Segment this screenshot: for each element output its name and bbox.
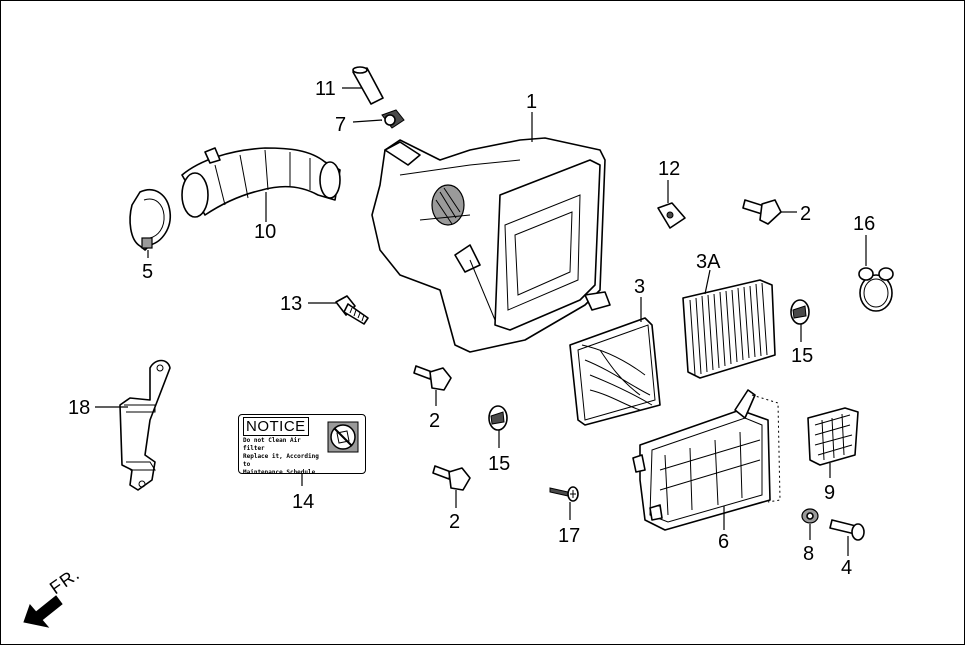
callout-12: 12 [658, 158, 680, 180]
callout-2b: 2 [429, 410, 440, 432]
callout-17: 17 [558, 525, 580, 547]
bolt-top-right [742, 199, 782, 225]
callout-13: 13 [280, 293, 302, 315]
callout-4: 4 [841, 557, 852, 579]
callout-2a: 2 [800, 203, 811, 225]
air-filter-element [569, 317, 661, 426]
bolt-bottom [432, 465, 471, 491]
callout-14: 14 [292, 491, 314, 513]
callout-2c: 2 [449, 511, 460, 533]
front-arrow-icon [23, 595, 63, 628]
notice-line-2: Replace it, According to [243, 453, 319, 468]
callout-11: 11 [315, 78, 336, 100]
collar-middle [488, 405, 508, 431]
special-bolt [829, 519, 865, 541]
drain-tube [352, 66, 384, 105]
bolt-13 [335, 295, 369, 325]
callout-7: 7 [335, 114, 346, 136]
callout-5: 5 [142, 261, 153, 283]
pleated-filter-element [682, 279, 776, 379]
callout-10: 10 [254, 221, 276, 243]
notice-text: Do not Clean Air filter Replace it, Acco… [243, 437, 325, 477]
callout-6: 6 [718, 531, 729, 553]
callout-3a: 3A [696, 251, 721, 273]
callout-18: 18 [68, 397, 90, 419]
callout-8: 8 [803, 543, 814, 565]
connecting-tube [181, 147, 341, 218]
callout-1: 1 [526, 91, 537, 113]
bolt-middle [413, 365, 452, 391]
callout-3: 3 [634, 276, 645, 298]
leader-7 [352, 119, 383, 123]
callout-15a: 15 [791, 345, 813, 367]
air-cleaner-cover [632, 389, 781, 531]
screw-17 [549, 486, 579, 502]
sponge-element [807, 407, 859, 466]
callout-16: 16 [853, 213, 875, 235]
air-cleaner-case [371, 137, 611, 353]
notice-line-1: Do not Clean Air filter [243, 437, 301, 452]
notice-line-3: Maintenance Schedule [243, 469, 316, 476]
o-ring [858, 267, 894, 312]
callout-15b: 15 [488, 453, 510, 475]
washer [801, 508, 819, 524]
mounting-bracket [119, 359, 171, 491]
notice-label: NOTICE Do not Clean Air filter Replace i… [238, 414, 366, 477]
callout-9: 9 [824, 482, 835, 504]
notice-title: NOTICE [243, 417, 309, 436]
leader-3a [704, 269, 711, 295]
no-cleaning-icon [327, 421, 359, 453]
speed-nut [657, 202, 686, 229]
collar-right [790, 299, 810, 325]
tube-clamp [381, 109, 405, 129]
hose-band [129, 188, 172, 251]
